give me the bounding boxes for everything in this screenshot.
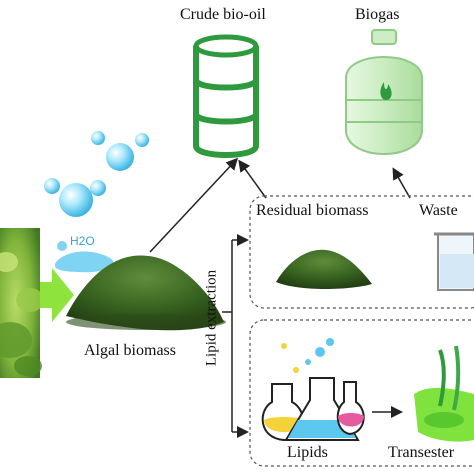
water-label: H2O — [70, 234, 95, 248]
lipid-extraction-label: Lipid extraction — [203, 269, 220, 367]
biogas-label: Biogas — [355, 6, 400, 23]
algal-biomass-pile — [66, 255, 226, 331]
residual-biomass-pile — [276, 249, 372, 289]
beaker-icon — [434, 232, 474, 291]
arrow-residual-to-bio-oil — [238, 159, 267, 199]
lipids-label: Lipids — [287, 444, 328, 461]
process-arrow-icon — [40, 268, 74, 322]
algae-field-icon — [0, 228, 44, 378]
flame-icon — [380, 82, 392, 100]
residual-box — [249, 195, 474, 309]
arrow-waste-to-biogas — [392, 167, 411, 199]
flask-icon — [261, 338, 365, 442]
barrel-icon — [193, 34, 259, 158]
water-molecule-icon — [44, 131, 149, 273]
transester-label: Transester — [388, 444, 455, 461]
gas-tank-icon — [345, 29, 423, 155]
arrow-to-bio-oil — [149, 157, 239, 253]
residual-biomass-label: Residual biomass — [256, 202, 369, 219]
transester-icon — [414, 345, 474, 442]
crude-bio-oil-label: Crude bio-oil — [180, 6, 266, 23]
algal-biomass-label: Algal biomass — [84, 342, 176, 359]
extraction-bracket — [222, 234, 249, 438]
lipids-box — [249, 319, 474, 467]
waste-label: Waste — [419, 202, 458, 219]
